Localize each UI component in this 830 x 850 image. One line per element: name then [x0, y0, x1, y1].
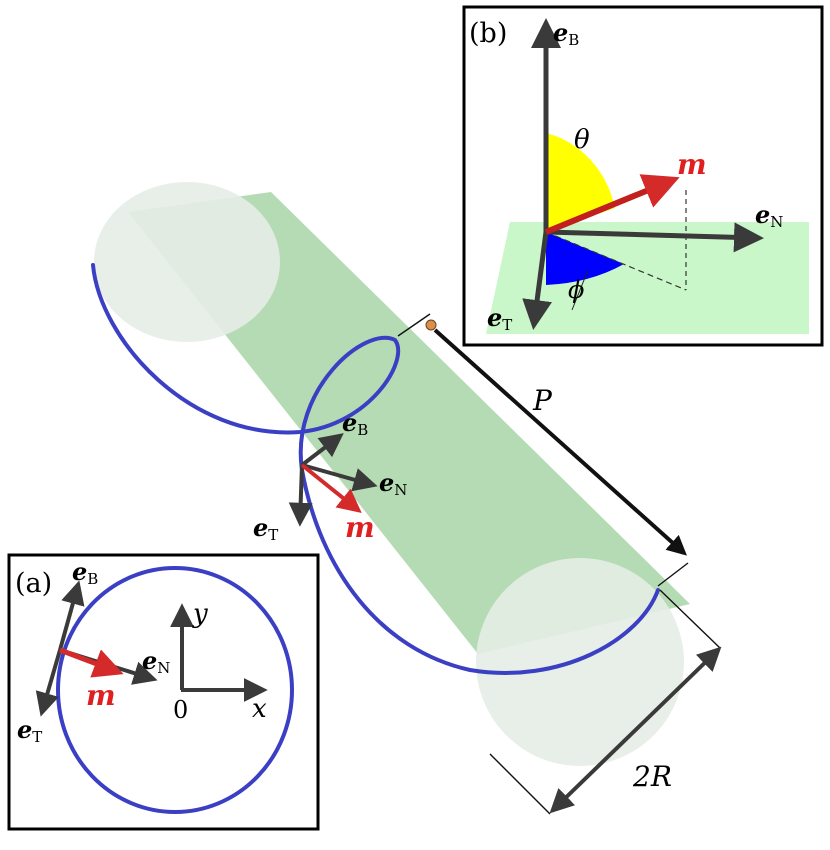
inset-a-x-label: x — [252, 694, 267, 724]
inset-b-eb-symbol: e — [553, 18, 568, 47]
phi-wedge — [546, 232, 624, 285]
pitch-start-marker — [425, 319, 437, 331]
inset-a-et-arrow — [35, 649, 62, 717]
inset-b-eb-sub: B — [568, 31, 579, 49]
inset-a-origin-label: 0 — [173, 696, 188, 724]
helix-curve — [91, 263, 660, 675]
inset-b-m-label: m — [677, 148, 707, 181]
inset-b-et-label: eT — [487, 303, 512, 334]
inset-a-en-symbol: e — [142, 646, 157, 675]
projection-ground — [545, 231, 687, 291]
inset-a-m-label: m — [86, 679, 116, 712]
cylinder-bottom-cap — [476, 558, 684, 766]
main-et-arrow — [288, 464, 313, 527]
main-eb-sub: B — [357, 421, 368, 439]
inset-a-m-arrow — [59, 647, 124, 678]
inset-b-et-arrow — [522, 231, 552, 330]
cylinder-body — [128, 192, 690, 654]
main-et-label: eT — [253, 513, 278, 544]
pitch-dimension: P — [397, 313, 689, 587]
main-m-arrow — [300, 463, 362, 514]
inset-a-frame — [7, 553, 320, 831]
phi-label: ϕ — [568, 276, 584, 304]
main-en-sub: N — [394, 481, 407, 499]
main-en-label: eN — [379, 468, 407, 499]
diameter-arrow — [549, 646, 722, 814]
inset-b-eb-label: eB — [553, 18, 579, 49]
inset-a-eb-symbol: e — [72, 557, 87, 586]
inset-b-tag: (b) — [469, 18, 507, 49]
main-eb-symbol: e — [342, 408, 357, 437]
main-eb-arrow — [300, 433, 344, 467]
inset-a-en-sub: N — [157, 659, 170, 677]
inset-a: (a) eB eN eT m x y 0 — [7, 553, 320, 831]
inset-a-et-sub: T — [32, 728, 42, 746]
pitch-tick-bottom — [657, 562, 689, 587]
inset-a-y-label: y — [192, 599, 208, 629]
pitch-label: P — [532, 384, 553, 417]
inset-b-et-sub: T — [502, 316, 512, 334]
main-et-symbol: e — [253, 513, 268, 542]
theta-wedge — [546, 133, 615, 232]
main-eb-label: eB — [342, 408, 368, 439]
main-m-label: m — [345, 511, 375, 544]
pitch-tick-top — [397, 313, 431, 337]
inset-a-et-symbol: e — [17, 715, 32, 744]
main-et-sub: T — [268, 526, 278, 544]
inset-a-circle — [56, 566, 294, 814]
theta-label: θ — [574, 125, 590, 155]
main-en-symbol: e — [379, 468, 394, 497]
diameter-tick-left — [489, 753, 551, 815]
inset-b-en-label: eN — [755, 200, 783, 231]
cylinder-top-cap — [94, 182, 280, 342]
diameter-tick-right — [659, 589, 721, 649]
inset-b-en-arrow — [545, 222, 764, 253]
main-en-arrow — [301, 463, 378, 492]
pitch-arrow — [433, 328, 687, 556]
inset-a-eb-sub: B — [87, 570, 98, 588]
inset-b: (b) eB eN eT m θ ϕ — [462, 5, 824, 347]
main-frame-vectors: eB eN eT m — [253, 408, 407, 544]
inset-a-eb-label: eB — [72, 557, 98, 588]
inset-b-en-sub: N — [770, 213, 783, 231]
inset-a-et-label: eT — [17, 715, 42, 746]
inset-b-et-symbol: e — [487, 303, 502, 332]
diameter-dimension: 2R — [489, 589, 722, 815]
diameter-label: 2R — [632, 760, 672, 793]
inset-a-tag: (a) — [15, 568, 52, 599]
inset-a-eb-arrow — [58, 580, 85, 651]
phi-pointer — [571, 269, 589, 311]
inset-a-en-label: eN — [142, 646, 170, 677]
inset-b-en-symbol: e — [755, 200, 770, 229]
inset-b-m-arrow — [544, 174, 680, 235]
